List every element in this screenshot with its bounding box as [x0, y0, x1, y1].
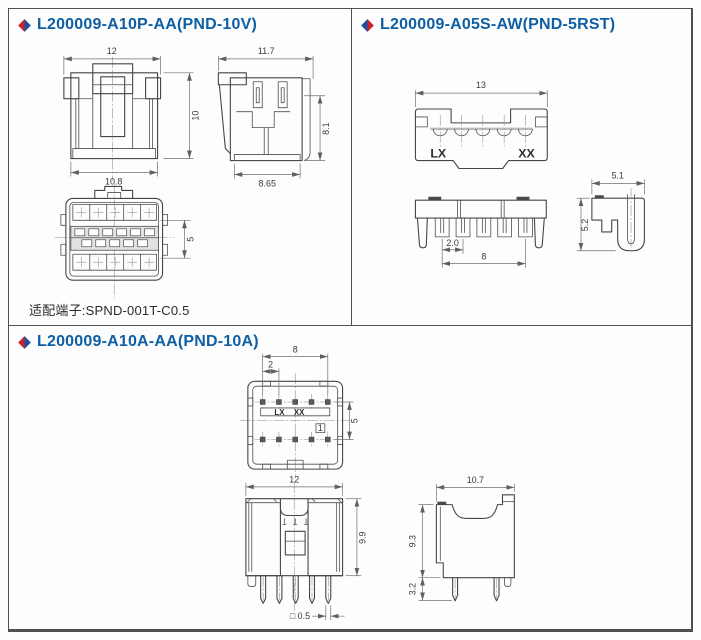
dim-pin-size: □ 0.5: [290, 611, 310, 621]
diamond-icon: [18, 335, 31, 349]
dim-side-body-width: 8.65: [258, 178, 275, 188]
dim-front-body-width: 10.8: [105, 176, 122, 186]
diamond-icon: [18, 18, 31, 32]
top-view: 13 LX XX: [414, 80, 548, 170]
dim-top-span: 8: [293, 345, 298, 355]
panel-title: L200009-A05S-AW(PND-5RST): [380, 16, 616, 33]
dim-front-span: 8: [481, 252, 486, 262]
panel-title-row: L200009-A05S-AW(PND-5RST): [361, 16, 616, 34]
side-view: 11.7 8.1: [217, 46, 331, 188]
top-view: LX XX: [239, 345, 359, 478]
panel-pnd-10v: L200009-A10P-AA(PND-10V) 12: [9, 9, 352, 326]
pin-row-1: [254, 394, 336, 410]
side-view: 5.1 5.2: [577, 170, 645, 252]
dim-front-height: 10: [190, 111, 200, 121]
page-frame: L200009-A10P-AA(PND-10V) 12: [8, 8, 693, 632]
pnd-10a-drawing: LX XX: [239, 345, 515, 621]
front-view: 2.0 8: [414, 196, 547, 268]
side-view: 10.7 9.3 3.2: [408, 475, 515, 602]
dim-top-rows: 5: [349, 418, 359, 423]
dim-front-pitch: 2.0: [446, 238, 458, 248]
pin-row-2: [254, 431, 336, 448]
dim-side-height: 9.3: [408, 535, 418, 547]
dim-side-width: 11.7: [258, 46, 275, 56]
dim-front-height: 9.9: [357, 531, 367, 543]
panel-title: L200009-A10P-AA(PND-10V): [37, 16, 257, 33]
dim-side-tail: 3.2: [408, 583, 418, 595]
dim-side-height: 8.1: [321, 122, 331, 134]
panel-title-row: L200009-A10P-AA(PND-10V): [18, 16, 257, 34]
marking-lx: LX: [430, 147, 447, 161]
dim-side-width: 10.7: [467, 475, 484, 485]
rear-view: 5: [54, 182, 195, 299]
through-pins: [260, 575, 332, 604]
panel-pnd-5rst: L200009-A05S-AW(PND-5RST) 13: [352, 9, 691, 326]
pnd-10v-drawing: 12: [54, 46, 331, 299]
marking-xx: XX: [294, 408, 305, 417]
panel-title: L200009-A10A-AA(PND-10A): [37, 333, 259, 350]
dim-front-width: 12: [107, 46, 117, 56]
dim-side-height: 5.2: [580, 219, 590, 231]
panel-title-row: L200009-A10A-AA(PND-10A): [18, 333, 259, 351]
panel-pnd-10a: L200009-A10A-AA(PND-10A): [9, 326, 691, 629]
dim-top-pitch: 2: [268, 359, 273, 369]
dim-rear-pitch: 5: [185, 237, 195, 242]
marking-lx: LX: [274, 408, 285, 417]
diamond-icon: [361, 18, 374, 32]
dim-front-width: 12: [289, 474, 299, 484]
pnd-5rst-drawing: 13 LX XX: [414, 80, 645, 268]
marking-xx: XX: [518, 147, 535, 161]
dim-side-width: 5.1: [611, 170, 623, 180]
pin1-label: 1: [318, 423, 323, 433]
note-mating-terminal: 适配端子:SPND-001T-C0.5: [29, 303, 190, 318]
front-view: 12 9.9 □ 0.5: [245, 474, 367, 621]
dim-top-width: 13: [476, 80, 486, 90]
front-view: 12: [63, 46, 200, 186]
